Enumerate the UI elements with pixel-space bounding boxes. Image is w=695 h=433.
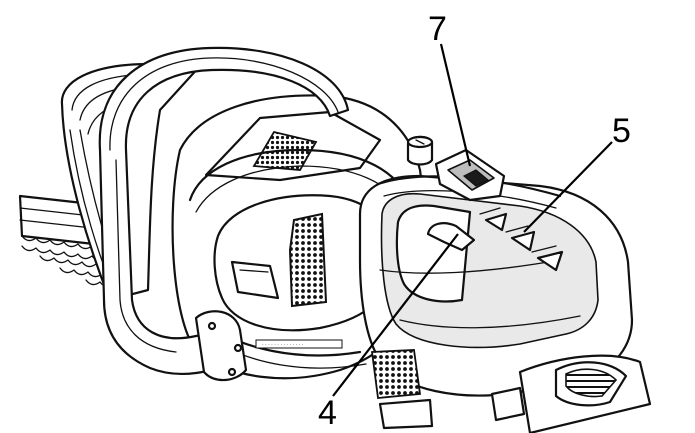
side-vent xyxy=(288,212,328,308)
leader-line-7 xyxy=(439,43,472,167)
battery-pack xyxy=(490,354,652,433)
callout-4: 4 xyxy=(318,233,459,432)
rear-handle xyxy=(358,174,634,397)
callout-7: 7 xyxy=(428,10,472,167)
leader-line-5 xyxy=(523,141,613,233)
callout-5: 5 xyxy=(523,112,631,233)
bottom-vent xyxy=(370,349,434,430)
trigger-switch xyxy=(426,222,476,252)
lock-off-button xyxy=(406,135,506,202)
leader-line-4 xyxy=(332,233,459,397)
callout-label-4: 4 xyxy=(318,394,337,432)
battery-latch xyxy=(565,368,618,398)
svg-text:· · · · · · · · · · · · · ·: · · · · · · · · · · · · · · xyxy=(262,342,304,348)
front-handle xyxy=(98,46,350,382)
callout-label-5: 5 xyxy=(612,112,631,150)
direction-arrows xyxy=(479,207,564,272)
callout-label-7: 7 xyxy=(428,10,447,48)
